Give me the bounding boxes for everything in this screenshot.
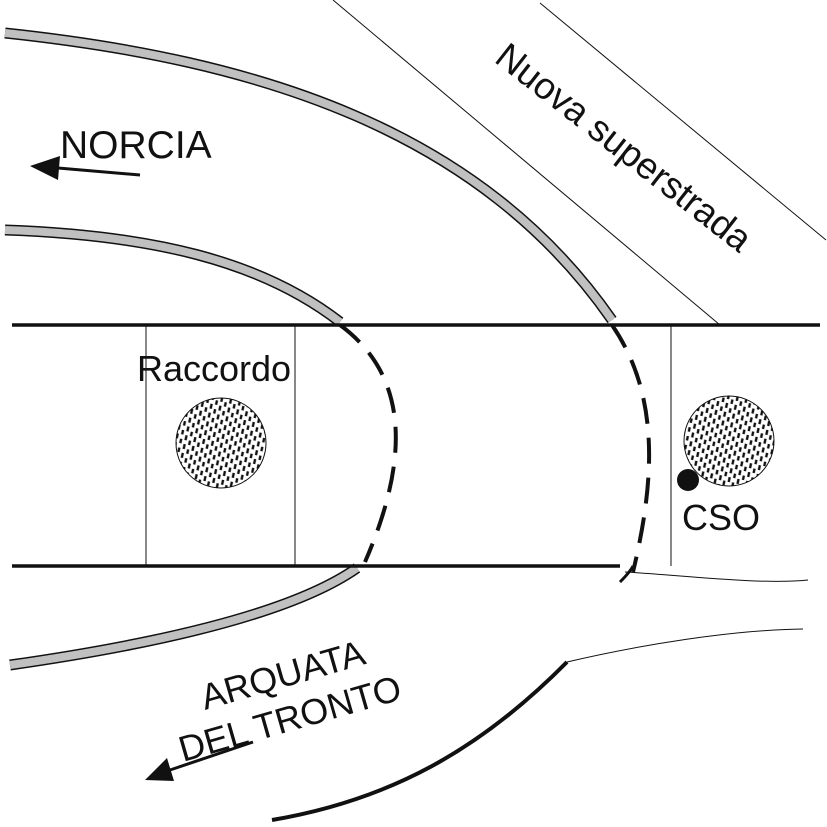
raccordo-label: Raccordo <box>137 348 291 389</box>
superstrada-edge-left <box>332 0 721 326</box>
superstrada-edge-right <box>539 2 827 241</box>
raccordo-hatched-circle <box>175 397 267 489</box>
lower-right-thin-line-2 <box>566 628 804 663</box>
lower-right-small-curve <box>618 565 635 584</box>
arquata-arrow-shaft <box>169 740 254 772</box>
cso-label: CSO <box>682 497 760 538</box>
arquata-arrow-head <box>145 758 174 781</box>
road-lower-curve <box>9 564 360 669</box>
dashed-curve-left <box>338 323 398 563</box>
dashed-curve-right <box>610 323 652 573</box>
road-middle-curve <box>4 226 343 326</box>
cso-marker-dot <box>677 469 699 491</box>
norcia-label: NORCIA <box>60 124 212 167</box>
norcia-arrow-shaft <box>57 166 141 177</box>
lower-right-thin-line-1 <box>624 571 809 582</box>
cso-hatched-circle <box>683 395 775 487</box>
norcia-arrow-head <box>30 156 60 180</box>
road-upper-curve <box>4 29 616 323</box>
road-middle-curve-outline <box>4 224 344 327</box>
lower-right-thick-curve <box>271 660 569 822</box>
